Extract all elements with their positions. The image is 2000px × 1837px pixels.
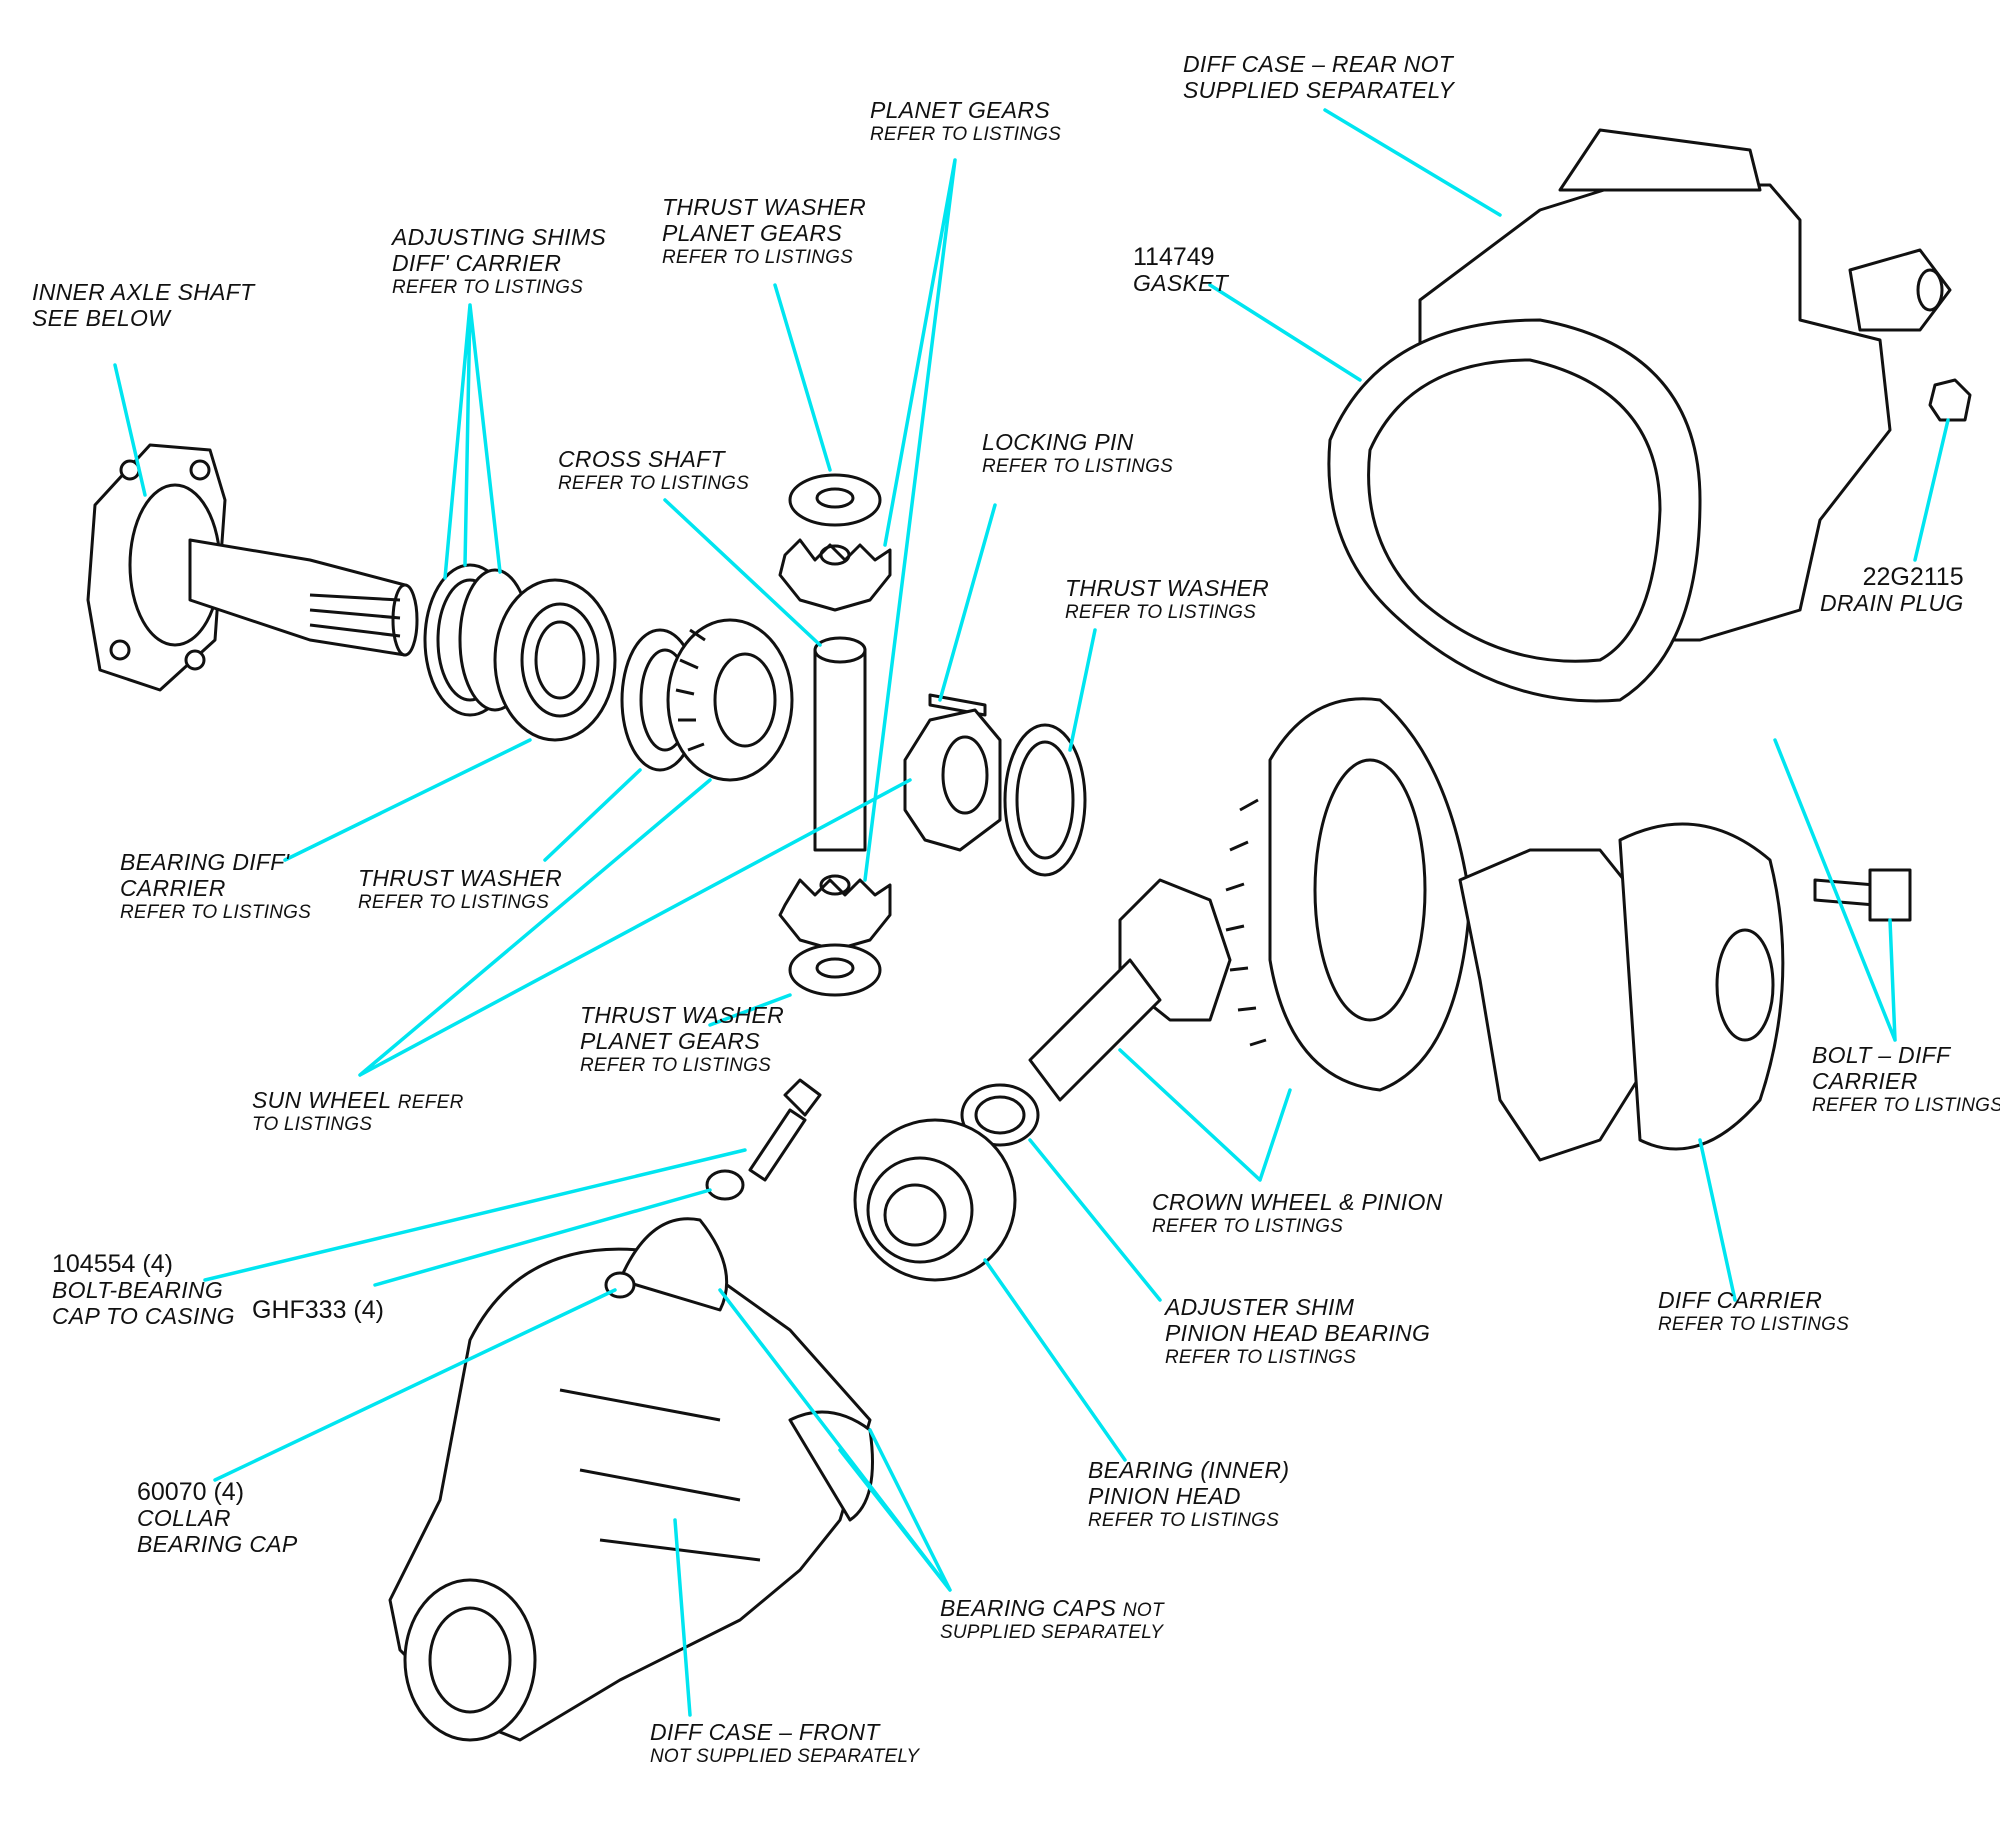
leader-adj-shims — [443, 303, 502, 580]
leader-inner-axle — [113, 363, 147, 497]
label-bolt-bearing: 104554 (4) BOLT-BEARING CAP TO CASING — [52, 1250, 235, 1329]
leader-cross-shaft — [663, 498, 822, 647]
label-adjusting-shims: ADJUSTING SHIMS DIFF' CARRIER REFER TO L… — [392, 224, 607, 298]
label-drain-plug: 22G2115 DRAIN PLUG — [1820, 563, 1964, 616]
label-planet-gears: PLANET GEARS REFER TO LISTINGS — [870, 97, 1061, 145]
leader-planet-gears — [863, 158, 957, 882]
leader-thrust-washer-left — [543, 768, 642, 862]
label-adjuster-shim-pinion: ADJUSTER SHIM PINION HEAD BEARING REFER … — [1165, 1294, 1431, 1368]
label-diff-case-front: DIFF CASE – FRONT NOT SUPPLIED SEPARATEL… — [650, 1719, 920, 1767]
label-bearing-inner-pinion: BEARING (INNER) PINION HEAD REFER TO LIS… — [1088, 1457, 1290, 1531]
diff-carrier — [1458, 822, 1785, 1162]
leader-tw-planet-bottom — [708, 993, 792, 1027]
label-diff-carrier: DIFF CARRIER REFER TO LISTINGS — [1658, 1287, 1849, 1335]
planet-gear-bottom — [778, 874, 892, 952]
leader-bearing-diff — [283, 738, 532, 862]
bearing-inner-pinion-head — [853, 1118, 1017, 1282]
label-gasket: 114749 GASKET — [1133, 243, 1229, 296]
cross-shaft — [813, 636, 867, 852]
adjuster-shim-pinion — [960, 1083, 1040, 1147]
label-diff-case-rear: DIFF CASE – REAR NOT SUPPLIED SEPARATELY — [1183, 51, 1455, 103]
leader-sun-wheel — [358, 778, 912, 1077]
leader-bolt-diff — [1773, 738, 1897, 1042]
leader-thrust-washer-right — [1068, 628, 1097, 752]
leader-crown-wheel — [1118, 1048, 1292, 1182]
leader-drain-plug — [1913, 418, 1950, 562]
label-ghf333: GHF333 (4) — [252, 1296, 384, 1324]
leader-tw-planet-top — [773, 283, 832, 472]
leader-ghf333 — [373, 1188, 712, 1287]
thrust-washer-planet-top — [788, 473, 882, 527]
diff-case-front — [388, 1247, 872, 1742]
label-thrust-washer-right: THRUST WASHER REFER TO LISTINGS — [1065, 575, 1270, 623]
label-thrust-washer-left: THRUST WASHER REFER TO LISTINGS — [358, 865, 563, 913]
leader-gasket — [1208, 283, 1362, 382]
label-inner-axle-shaft: INNER AXLE SHAFT SEE BELOW — [32, 279, 255, 331]
bearing-caps — [618, 1217, 874, 1522]
planet-gear-top — [778, 538, 892, 612]
label-bearing-diff-carrier: BEARING DIFF' CARRIER REFER TO LISTINGS — [120, 849, 311, 923]
leader-diff-carrier — [1698, 1138, 1737, 1302]
label-cross-shaft: CROSS SHAFT REFER TO LISTINGS — [558, 446, 749, 494]
thrust-washer-right — [1003, 723, 1087, 877]
side-gear — [903, 708, 1002, 852]
label-bearing-caps: BEARING CAPS NOT SUPPLIED SEPARATELY — [940, 1595, 1164, 1643]
label-crown-wheel-pinion: CROWN WHEEL & PINION REFER TO LISTINGS — [1152, 1189, 1443, 1237]
sun-wheel — [666, 618, 794, 782]
label-locking-pin: LOCKING PIN REFER TO LISTINGS — [982, 429, 1173, 477]
leader-diff-case-rear — [1323, 108, 1502, 217]
bearing-diff-carrier — [493, 578, 617, 742]
bolt-bearing-cap — [748, 1078, 822, 1182]
label-collar: 60070 (4) COLLAR BEARING CAP — [137, 1478, 298, 1557]
label-thrust-washer-planet-top: THRUST WASHER PLANET GEARS REFER TO LIST… — [662, 194, 867, 268]
leader-bearing-inner — [983, 1258, 1127, 1462]
leader-bolt-bearing — [203, 1148, 747, 1282]
pinion — [1028, 878, 1232, 1102]
leader-adj-shim-pinion — [1028, 1138, 1162, 1302]
label-thrust-washer-planet-bottom: THRUST WASHER PLANET GEARS REFER TO LIST… — [580, 1002, 785, 1076]
gasket — [1327, 318, 1702, 703]
leader-locking-pin — [938, 503, 997, 702]
leader-diff-case-front — [673, 1518, 692, 1717]
leader-lines — [113, 108, 1950, 1717]
bolt-diff-carrier — [1813, 868, 1912, 922]
inner-axle-shaft — [86, 443, 419, 692]
leader-bearing-caps — [718, 1288, 952, 1592]
label-bolt-diff-carrier: BOLT – DIFF CARRIER REFER TO LISTINGS — [1812, 1042, 2000, 1116]
drain-plug — [1928, 378, 1972, 422]
thrust-washer-planet-bottom — [788, 943, 882, 997]
leader-collar — [213, 1288, 617, 1482]
label-sun-wheel: SUN WHEEL REFER TO LISTINGS — [252, 1087, 464, 1135]
crown-wheel — [1225, 697, 1472, 1092]
washer-ghf333 — [705, 1169, 745, 1201]
